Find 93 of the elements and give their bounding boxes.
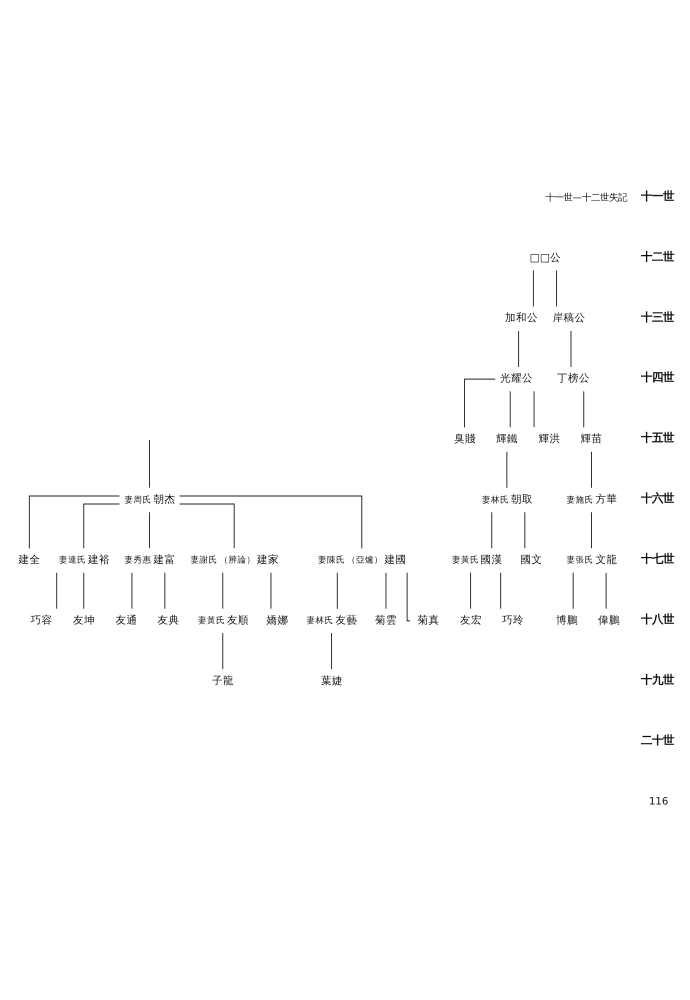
node-text: 國漢 bbox=[480, 552, 503, 566]
node-text: 建家 bbox=[257, 552, 280, 566]
connector bbox=[506, 451, 508, 488]
label: 116 bbox=[649, 796, 668, 808]
node-text: 文龍 bbox=[596, 552, 618, 566]
node-label: 妻連氏 bbox=[58, 556, 86, 566]
node-text: 建富 bbox=[154, 552, 176, 566]
node-text: 友通 bbox=[115, 613, 138, 626]
label: 十二世 bbox=[641, 249, 674, 264]
node-label: 妻施氏 bbox=[566, 495, 594, 506]
connector bbox=[500, 572, 502, 610]
connector bbox=[570, 330, 572, 368]
connector bbox=[583, 390, 584, 428]
node-label: 妻秀惠 bbox=[124, 556, 152, 566]
node-text: 丁榜公 bbox=[557, 372, 590, 385]
label: 十一世—十二世失記 bbox=[545, 192, 627, 204]
node-label: 妻周氏 bbox=[124, 495, 152, 506]
node-text: 輝洪 bbox=[538, 432, 560, 446]
node-text: 友典 bbox=[158, 613, 180, 626]
connector bbox=[524, 512, 526, 549]
connector bbox=[28, 496, 120, 549]
node-label: 妻林氏 bbox=[482, 495, 510, 506]
node-text: 岸稿公 bbox=[552, 311, 586, 324]
node-label: （亞爐） bbox=[347, 556, 384, 566]
node-text: 臭賤 bbox=[454, 432, 476, 446]
node-text: 菊雲 bbox=[375, 613, 398, 626]
node-label: 妻黃氏 bbox=[198, 616, 225, 626]
node-text: 建全 bbox=[18, 552, 41, 566]
node-text: 輝鐵 bbox=[496, 432, 518, 446]
node-text: 國文 bbox=[520, 552, 542, 566]
node-text: 友順 bbox=[226, 613, 249, 626]
label: 十八世 bbox=[641, 612, 674, 626]
node-label: 妻黃氏 bbox=[452, 556, 479, 566]
label: 十六世 bbox=[641, 491, 674, 506]
node-text: 嬌娜 bbox=[266, 613, 288, 626]
node-text: 朝杰 bbox=[154, 492, 176, 506]
node-text: 子龍 bbox=[212, 674, 234, 687]
node-label: 妻林氏 bbox=[306, 616, 334, 626]
node-label: （辨論） bbox=[219, 556, 256, 566]
connector bbox=[491, 512, 492, 549]
connector bbox=[131, 572, 132, 610]
connector bbox=[222, 572, 224, 610]
connector bbox=[606, 572, 607, 610]
node-text: 朝取 bbox=[510, 492, 533, 506]
node-text: 建國 bbox=[384, 552, 407, 566]
node-text: 加和公 bbox=[504, 311, 538, 324]
node-label: 妻謝氏 bbox=[190, 556, 218, 566]
connector bbox=[270, 572, 272, 610]
connector bbox=[406, 572, 411, 622]
connector bbox=[518, 330, 520, 368]
connector bbox=[470, 572, 472, 610]
node-label: 妻陳氏 bbox=[318, 556, 346, 566]
connector bbox=[510, 390, 511, 428]
label: 二十世 bbox=[641, 732, 674, 747]
connector bbox=[591, 512, 592, 549]
node-text: 偉鵬 bbox=[598, 613, 620, 626]
connector bbox=[591, 451, 592, 488]
node-text: 光耀公 bbox=[500, 372, 534, 385]
node-text: 輝苗 bbox=[580, 432, 603, 446]
label: 十四世 bbox=[641, 370, 674, 384]
connector bbox=[336, 572, 338, 610]
node-text: 友藝 bbox=[336, 613, 358, 626]
label: 十五世 bbox=[641, 430, 674, 445]
node-label: 妻張氏 bbox=[566, 556, 594, 566]
node-text: 博鵬 bbox=[556, 613, 578, 626]
label: 十九世 bbox=[641, 672, 674, 686]
connector bbox=[331, 632, 332, 670]
node-text: 葉婕 bbox=[320, 674, 343, 687]
label: 十七世 bbox=[641, 552, 674, 566]
node-text: 方華 bbox=[596, 492, 618, 506]
node-text: 建裕 bbox=[88, 552, 110, 566]
connector bbox=[534, 390, 535, 428]
connector bbox=[149, 512, 150, 549]
connector bbox=[222, 632, 224, 670]
connector bbox=[149, 439, 150, 488]
connector bbox=[572, 572, 574, 610]
node-text: 菊真 bbox=[418, 613, 440, 626]
label: 十三世 bbox=[641, 310, 674, 324]
node-text: 友坤 bbox=[73, 613, 95, 626]
label: 十一世 bbox=[641, 188, 674, 203]
connector bbox=[532, 270, 534, 307]
node-text: □□公 bbox=[530, 250, 561, 264]
connector bbox=[179, 504, 235, 549]
node-text: 巧玲 bbox=[502, 613, 524, 626]
node-text: 巧容 bbox=[30, 613, 53, 626]
connector bbox=[164, 572, 166, 610]
node-text: 友宏 bbox=[460, 613, 482, 626]
connector bbox=[56, 572, 58, 610]
connector bbox=[83, 504, 120, 549]
connector bbox=[83, 572, 84, 610]
connector bbox=[464, 378, 496, 428]
connector bbox=[556, 270, 558, 307]
connector bbox=[179, 496, 362, 549]
